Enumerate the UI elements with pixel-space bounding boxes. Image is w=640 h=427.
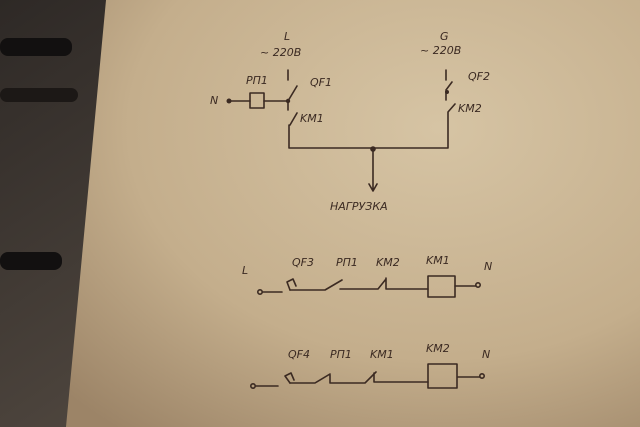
line2-relay-label: РП1 xyxy=(330,348,352,361)
power-circuit: L ~ 220В G ~ 220В N РП1 QF1 QF2 KM1 KM2 … xyxy=(210,30,490,213)
line1-relay-label: РП1 xyxy=(336,256,358,269)
contact2-label: KM2 xyxy=(458,102,482,115)
rod xyxy=(0,88,78,102)
line2-interlock-label: KM1 xyxy=(370,348,394,361)
control-line-1: L QF3 РП1 KM2 KM1 N xyxy=(242,254,492,298)
line1-breaker-label: QF3 xyxy=(292,256,314,269)
line2-end-label: N xyxy=(482,348,490,361)
breaker1-label: QF1 xyxy=(310,76,332,89)
relay-coil xyxy=(249,92,265,109)
breaker2-label: QF2 xyxy=(468,70,490,83)
generator-label: G xyxy=(440,30,449,43)
relay-label: РП1 xyxy=(246,74,268,87)
control-line-2: QF4 РП1 KM1 KM2 N xyxy=(250,342,490,389)
phase-voltage: ~ 220В xyxy=(260,46,301,59)
line1-start-label: L xyxy=(242,264,248,277)
rod xyxy=(0,252,62,270)
phase-label: L xyxy=(284,30,290,43)
generator-voltage: ~ 220В xyxy=(420,44,461,57)
neutral-label: N xyxy=(210,94,218,107)
line1-end-label: N xyxy=(484,260,492,273)
rod xyxy=(0,38,72,56)
paper-sheet xyxy=(66,0,640,427)
line1-interlock-label: KM2 xyxy=(376,256,400,269)
load-label: НАГРУЗКА xyxy=(330,200,388,213)
line1-coil-label: KM1 xyxy=(426,254,450,267)
contact1-label: KM1 xyxy=(300,112,324,125)
line2-coil-label: KM2 xyxy=(426,342,450,355)
line2-coil xyxy=(427,363,458,389)
line2-breaker-label: QF4 xyxy=(288,348,310,361)
line1-coil xyxy=(427,275,456,298)
